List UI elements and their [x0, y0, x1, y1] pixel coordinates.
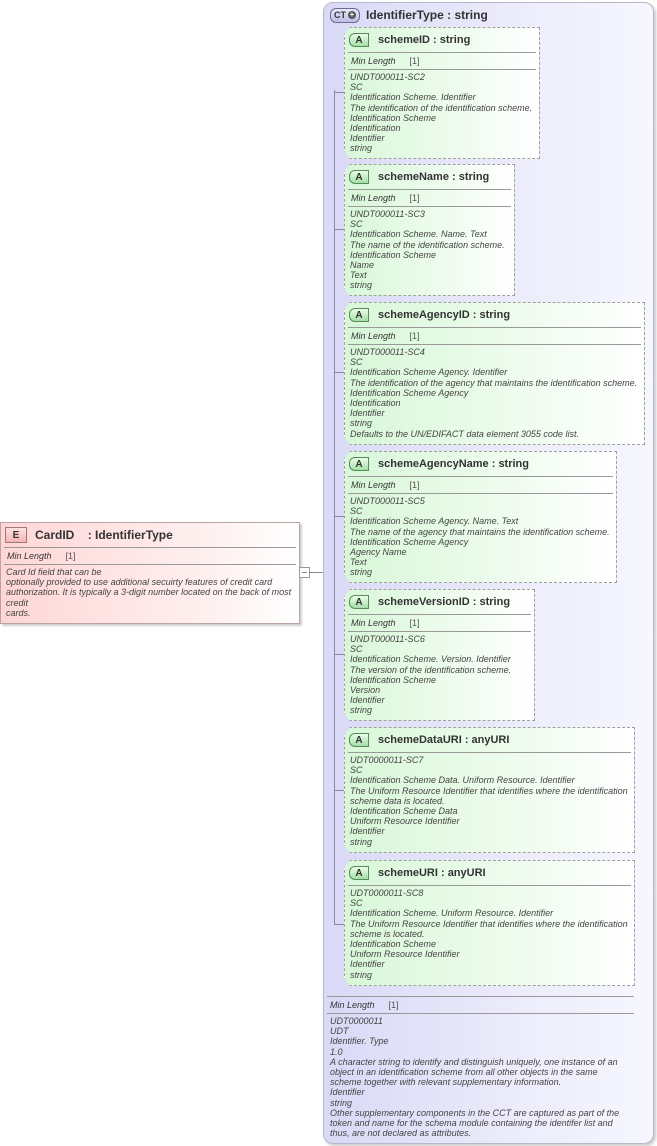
branch-line: [334, 654, 344, 655]
attribute-header: A schemeID : string: [345, 28, 539, 52]
divider: [348, 327, 641, 328]
attribute-header: A schemeVersionID : string: [345, 590, 534, 614]
attribute-badge-icon: A: [349, 866, 369, 880]
facet-value: [1]: [409, 480, 420, 490]
facet-value: [1]: [65, 551, 76, 561]
facet-value: [1]: [409, 193, 420, 203]
element-facet: Min Length [1]: [1, 548, 299, 564]
attribute-header: A schemeName : string: [345, 165, 514, 189]
complex-type-footer: Min Length [1] UDT0000011 UDT Identifier…: [327, 996, 634, 1140]
element-name: CardID: [35, 528, 75, 542]
facet-value: [1]: [388, 1000, 399, 1010]
element-header: E CardID : IdentifierType: [1, 523, 299, 547]
divider: [348, 614, 531, 615]
attribute-schemedatauri[interactable]: A schemeDataURI : anyURI UDT0000011-SC7 …: [344, 727, 635, 853]
divider: [327, 996, 634, 997]
element-type-label: : IdentifierType: [87, 528, 173, 542]
attribute-documentation: UNDT000011-SC5 SC Identification Scheme …: [350, 496, 610, 578]
attribute-title: schemeDataURI : anyURI: [378, 734, 510, 746]
complex-type-facet: Min Length [1]: [327, 997, 634, 1013]
facet-value: [1]: [409, 56, 420, 66]
divider: [348, 476, 613, 477]
facet-label: Min Length: [330, 1000, 375, 1010]
attribute-badge-icon: A: [349, 170, 369, 184]
facet-value: [1]: [409, 331, 420, 341]
branch-line: [334, 790, 344, 791]
divider: [348, 206, 511, 207]
complex-type-badge-icon: CT+: [330, 7, 360, 23]
element-badge-icon: E: [5, 527, 27, 543]
attribute-title: schemeName : string: [378, 171, 490, 183]
divider: [348, 69, 536, 70]
attribute-title: schemeVersionID : string: [378, 596, 511, 608]
attribute-badge-icon: A: [349, 733, 369, 747]
divider: [348, 493, 613, 494]
attribute-schemename[interactable]: A schemeName : string Min Length [1] UND…: [344, 164, 515, 296]
attribute-schemeuri[interactable]: A schemeURI : anyURI UDT0000011-SC8 SC I…: [344, 860, 635, 986]
attribute-title: schemeAgencyID : string: [378, 309, 511, 321]
branch-line: [334, 924, 344, 925]
attribute-facet: Min Length [1]: [345, 53, 539, 69]
branch-line: [334, 516, 344, 517]
attribute-facet: Min Length [1]: [345, 328, 644, 344]
connector-line: [309, 572, 323, 573]
attribute-header: A schemeAgencyID : string: [345, 303, 644, 327]
divider: [4, 564, 296, 565]
attribute-title: schemeID : string: [378, 34, 471, 46]
branch-line: [334, 92, 344, 93]
complex-type-documentation: UDT0000011 UDT Identifier. Type 1.0 A ch…: [330, 1016, 620, 1139]
divider: [327, 1013, 634, 1014]
attribute-title: schemeAgencyName : string: [378, 458, 529, 470]
attribute-badge-icon: A: [349, 457, 369, 471]
attribute-schemeagencyid[interactable]: A schemeAgencyID : string Min Length [1]…: [344, 302, 645, 445]
facet-label: Min Length: [351, 480, 396, 490]
element-type: [74, 528, 87, 542]
divider: [348, 752, 631, 753]
tree-connector-line: [334, 90, 335, 925]
divider: [348, 52, 536, 53]
divider: [348, 885, 631, 886]
divider: [348, 189, 511, 190]
facet-label: Min Length: [351, 56, 396, 66]
element-cardid[interactable]: E CardID : IdentifierType Min Length [1]…: [0, 522, 300, 624]
attribute-documentation: UNDT000011-SC6 SC Identification Scheme.…: [350, 634, 512, 716]
attribute-documentation: UDT0000011-SC8 SC Identification Scheme.…: [350, 888, 628, 980]
facet-label: Min Length: [7, 551, 52, 561]
divider: [348, 344, 641, 345]
attribute-title: schemeURI : anyURI: [378, 867, 486, 879]
attribute-schemeversionid[interactable]: A schemeVersionID : string Min Length [1…: [344, 589, 535, 721]
attribute-documentation: UNDT000011-SC2 SC Identification Scheme.…: [350, 72, 533, 154]
attribute-facet: Min Length [1]: [345, 190, 514, 206]
branch-line: [334, 229, 344, 230]
attribute-schemeid[interactable]: A schemeID : string Min Length [1] UNDT0…: [344, 27, 540, 159]
divider: [4, 547, 296, 548]
attribute-header: A schemeAgencyName : string: [345, 452, 616, 476]
attribute-header: A schemeURI : anyURI: [345, 861, 634, 885]
attribute-facet: Min Length [1]: [345, 477, 616, 493]
attribute-header: A schemeDataURI : anyURI: [345, 728, 634, 752]
attribute-badge-icon: A: [349, 308, 369, 322]
attribute-documentation: UDT0000011-SC7 SC Identification Scheme …: [350, 755, 628, 847]
complex-type-header: CT+ IdentifierType : string: [330, 7, 488, 23]
facet-label: Min Length: [351, 618, 396, 628]
attribute-documentation: UNDT000011-SC4 SC Identification Scheme …: [350, 347, 638, 439]
attribute-facet: Min Length [1]: [345, 615, 534, 631]
facet-label: Min Length: [351, 193, 396, 203]
attribute-schemeagencyname[interactable]: A schemeAgencyName : string Min Length […: [344, 451, 617, 583]
branch-line: [334, 372, 344, 373]
complex-type-title: IdentifierType : string: [366, 8, 488, 22]
element-documentation: Card Id field that can be optionally pro…: [6, 567, 292, 618]
facet-value: [1]: [409, 618, 420, 628]
divider: [348, 631, 531, 632]
plus-icon: +: [348, 10, 356, 19]
facet-label: Min Length: [351, 331, 396, 341]
attribute-badge-icon: A: [349, 595, 369, 609]
attribute-badge-icon: A: [349, 33, 369, 47]
attribute-documentation: UNDT000011-SC3 SC Identification Scheme.…: [350, 209, 505, 291]
